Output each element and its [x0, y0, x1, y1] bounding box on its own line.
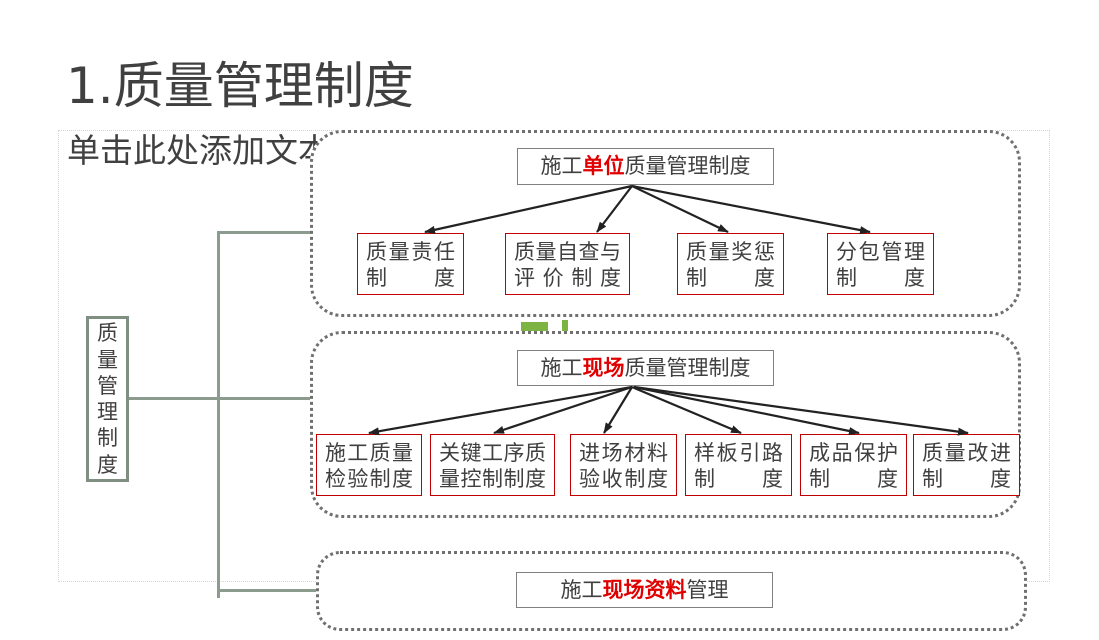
item-line: 质量改进 — [922, 441, 1011, 465]
item-line: 制度 — [366, 266, 455, 290]
item-line: 进场材料 — [579, 441, 668, 465]
connector-root — [128, 397, 220, 400]
item-line: 分包管理 — [836, 240, 925, 264]
header-prefix: 施工 — [560, 578, 603, 602]
header-suffix: 管理 — [686, 578, 729, 602]
item-line: 量控制制度 — [439, 467, 546, 491]
group-header-unit[interactable]: 施工单位质量管理制度 — [517, 148, 774, 185]
group-header-site[interactable]: 施工现场质量管理制度 — [517, 350, 774, 386]
item-line: 制度 — [836, 266, 925, 290]
item-box-unit-1[interactable]: 质量责任 制度 — [357, 233, 464, 295]
root-label: 质量管理制度 — [97, 321, 118, 477]
item-line: 质量自查与 — [514, 240, 621, 264]
item-line: 施工质量 — [325, 441, 413, 465]
header-prefix: 施工 — [540, 154, 583, 178]
connector-branch-site — [217, 397, 310, 400]
item-line: 质量责任 — [366, 240, 455, 264]
header-prefix: 施工 — [540, 356, 583, 380]
green-fragment — [562, 320, 568, 332]
item-line: 样板引路 — [694, 441, 783, 465]
item-line: 制度 — [694, 467, 783, 491]
connector-branch-records — [217, 589, 316, 592]
connector-trunk — [217, 231, 220, 598]
group-header-records[interactable]: 施工现场资料管理 — [516, 572, 773, 608]
item-line: 制度 — [922, 467, 1011, 491]
item-box-site-4[interactable]: 样板引路 制度 — [685, 434, 792, 496]
item-box-unit-4[interactable]: 分包管理 制度 — [827, 233, 934, 295]
item-line: 制度 — [809, 467, 898, 491]
subtitle-placeholder[interactable]: 单击此处添加文本 — [67, 131, 331, 170]
header-emphasis: 单位 — [582, 154, 625, 178]
item-line: 验收制度 — [579, 467, 668, 491]
header-suffix: 质量管理制度 — [624, 154, 751, 178]
item-box-unit-2[interactable]: 质量自查与 评价制度 — [505, 233, 630, 295]
header-emphasis: 现场资料 — [602, 578, 687, 602]
item-box-site-3[interactable]: 进场材料 验收制度 — [570, 434, 677, 496]
header-emphasis: 现场 — [582, 356, 625, 380]
item-box-site-2[interactable]: 关键工序质 量控制制度 — [430, 434, 555, 496]
item-line: 质量奖惩 — [686, 240, 775, 264]
item-line: 关键工序质 — [439, 441, 546, 465]
item-box-unit-3[interactable]: 质量奖惩 制度 — [677, 233, 784, 295]
item-box-site-5[interactable]: 成品保护 制度 — [800, 434, 907, 496]
item-line: 成品保护 — [809, 441, 898, 465]
item-line: 制度 — [686, 266, 775, 290]
item-line: 评价制度 — [514, 266, 621, 290]
connector-branch-unit — [217, 231, 310, 234]
item-box-site-1[interactable]: 施工质量 检验制度 — [316, 434, 422, 496]
header-suffix: 质量管理制度 — [624, 356, 751, 380]
slide-title[interactable]: 1.质量管理制度 — [66, 57, 414, 115]
item-line: 检验制度 — [325, 467, 413, 491]
green-fragment — [521, 322, 548, 332]
root-box[interactable]: 质量管理制度 — [86, 316, 129, 482]
item-box-site-6[interactable]: 质量改进 制度 — [913, 434, 1020, 496]
